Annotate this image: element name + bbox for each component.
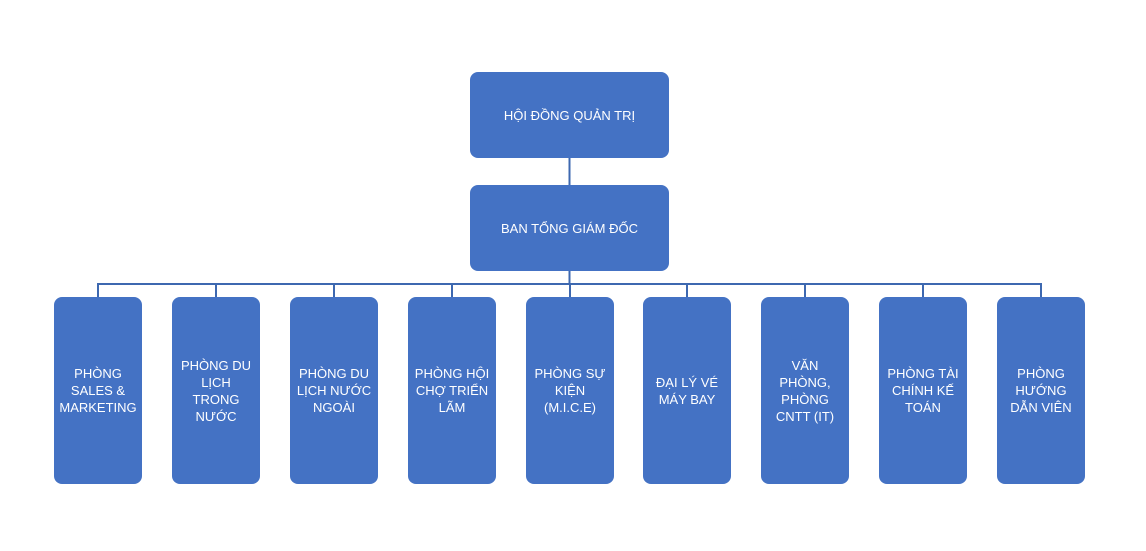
dept-label: PHÒNG DU LỊCH TRONG NƯỚC: [180, 357, 252, 424]
dept-events-mice: PHÒNG SỰ KIỆN (M.I.C.E): [526, 297, 614, 484]
dept-label: PHÒNG HƯỚNG DẪN VIÊN: [1010, 366, 1072, 415]
dept-finance-accounting: PHÒNG TÀI CHÍNH KẾ TOÁN: [879, 297, 967, 484]
board-of-directors-box: HỘI ĐỒNG QUẢN TRỊ: [470, 72, 669, 158]
dept-sales-marketing: PHÒNG SALES & MARKETING: [54, 297, 142, 484]
dept-label: VĂN PHÒNG, PHÒNG CNTT (IT): [775, 357, 835, 424]
dept-label: PHÒNG HỘI CHỢ TRIỂN LÃM: [414, 366, 490, 415]
ceo-label: BAN TỔNG GIÁM ĐỐC: [501, 220, 638, 236]
board-label: HỘI ĐỒNG QUẢN TRỊ: [503, 107, 636, 123]
dept-label: PHÒNG TÀI CHÍNH KẾ TOÁN: [887, 366, 959, 415]
dept-label: PHÒNG SỰ KIỆN (M.I.C.E): [534, 366, 606, 415]
dept-label: PHÒNG DU LỊCH NƯỚC NGOÀI: [296, 366, 372, 415]
dept-label: ĐẠI LÝ VÉ MÁY BAY: [655, 374, 719, 407]
general-directors-box: BAN TỔNG GIÁM ĐỐC: [470, 185, 669, 271]
dept-air-ticket-agency: ĐẠI LÝ VÉ MÁY BAY: [643, 297, 731, 484]
dept-domestic-travel: PHÒNG DU LỊCH TRONG NƯỚC: [172, 297, 260, 484]
dept-outbound-travel: PHÒNG DU LỊCH NƯỚC NGOÀI: [290, 297, 378, 484]
dept-label: PHÒNG SALES & MARKETING: [59, 366, 137, 415]
dept-tour-guides: PHÒNG HƯỚNG DẪN VIÊN: [997, 297, 1085, 484]
dept-office-it: VĂN PHÒNG, PHÒNG CNTT (IT): [761, 297, 849, 484]
dept-trade-fairs: PHÒNG HỘI CHỢ TRIỂN LÃM: [408, 297, 496, 484]
